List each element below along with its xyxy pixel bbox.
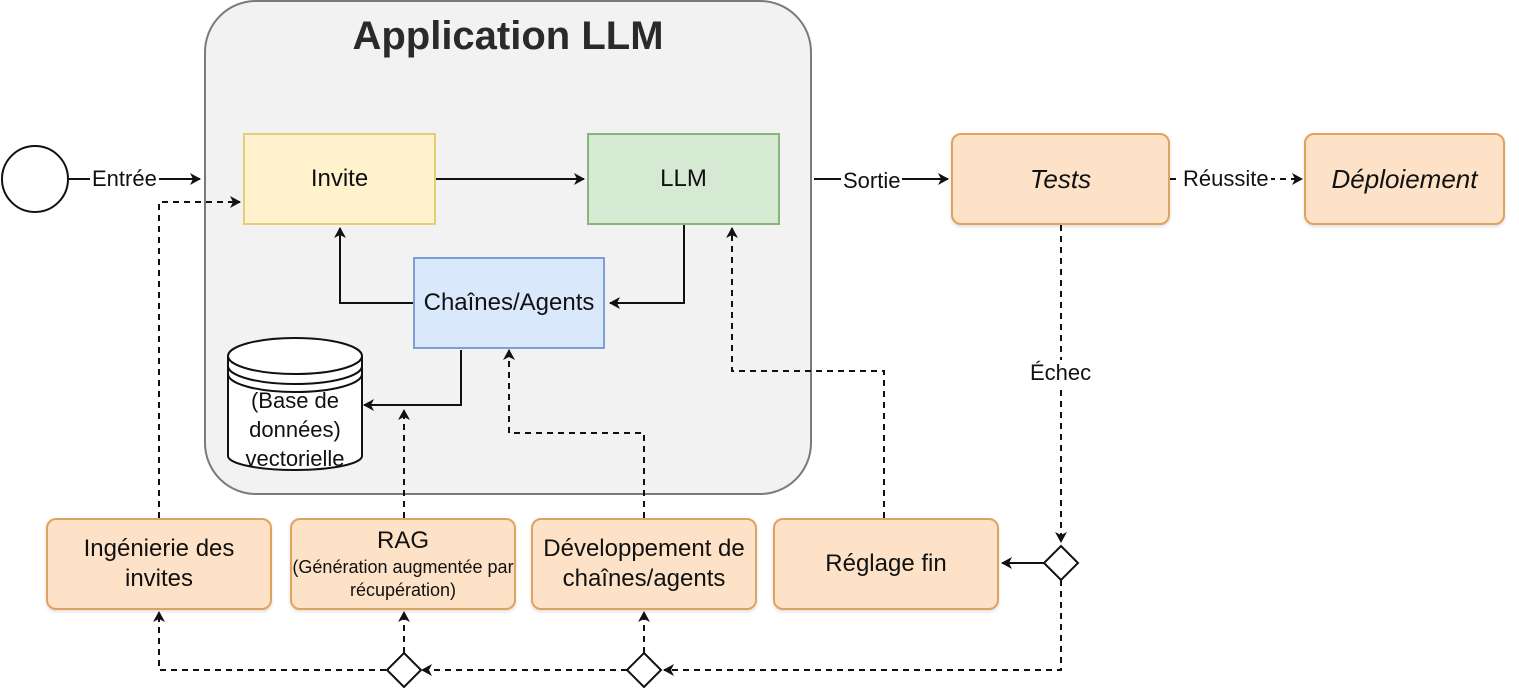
edge-chains-to-invite [334, 227, 414, 304]
app-title: Application LLM [352, 14, 664, 58]
input-edge-label: Entrée [90, 166, 159, 192]
edge-diamond-to-chain-dev-diamond [663, 580, 1062, 676]
edge-chains-to-db [363, 350, 462, 411]
rag-decision-diamond [385, 651, 423, 688]
vector-database-label: (Base de données) vectorielle [245, 388, 345, 471]
tests-node: Tests [951, 133, 1170, 225]
start-node [1, 145, 69, 213]
chains-agents-node: Chaînes/Agents [413, 257, 605, 349]
failure-decision-diamond [1042, 544, 1080, 582]
invite-node: Invite [243, 133, 436, 225]
success-edge-label: Réussite [1181, 166, 1271, 192]
output-edge-label: Sortie [841, 168, 903, 194]
failure-edge-label: Échec [1028, 360, 1094, 386]
edge-chain-dev-to-chains [503, 349, 645, 518]
llm-node: LLM [587, 133, 780, 225]
fine-tuning-node: Réglage fin [773, 518, 999, 610]
deployment-node: Déploiement [1304, 133, 1505, 225]
vector-database-cylinder [227, 337, 363, 471]
rag-node: RAG (Génération augmentée par récupérati… [290, 518, 516, 610]
prompt-engineering-node: Ingénierie des invites [46, 518, 272, 610]
rag-subtitle: (Génération augmentée par récupération) [292, 556, 514, 600]
edge-rag-diamond-to-prompt-eng [153, 611, 386, 671]
edge-llm-to-chains [609, 225, 685, 309]
rag-title: RAG [376, 526, 429, 554]
chain-dev-decision-diamond [625, 651, 663, 688]
edge-fine-tuning-to-llm [726, 227, 885, 518]
chain-development-node: Développement de chaînes/agents [531, 518, 757, 610]
